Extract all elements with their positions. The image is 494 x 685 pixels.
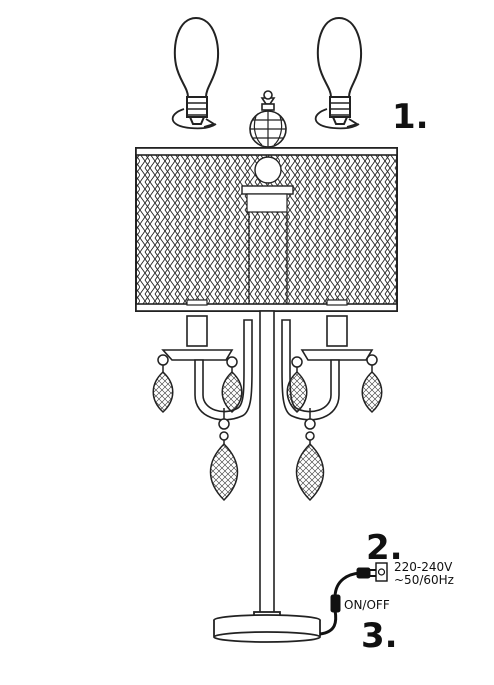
voltage-label: 220-240V: [394, 560, 453, 574]
crystal-drops: [152, 354, 383, 502]
step-2-label: 2.: [366, 528, 403, 568]
step-1-label: 1.: [392, 97, 429, 137]
power-cord: [319, 562, 388, 636]
lamp-stem: [259, 310, 275, 620]
bulb-right-icon: [314, 16, 363, 130]
candle-arms: [161, 315, 374, 421]
bulb-left-icon: [171, 16, 220, 130]
frequency-label: ~50/60Hz: [394, 573, 454, 587]
lamp-base: [213, 611, 321, 643]
switch-icon: [330, 594, 341, 613]
step-3-label: 3.: [361, 616, 398, 656]
plug-icon: [356, 567, 371, 579]
on-off-label: ON/OFF: [344, 598, 390, 612]
finial-ornament: [249, 90, 287, 148]
lamp-shade: [135, 147, 398, 312]
